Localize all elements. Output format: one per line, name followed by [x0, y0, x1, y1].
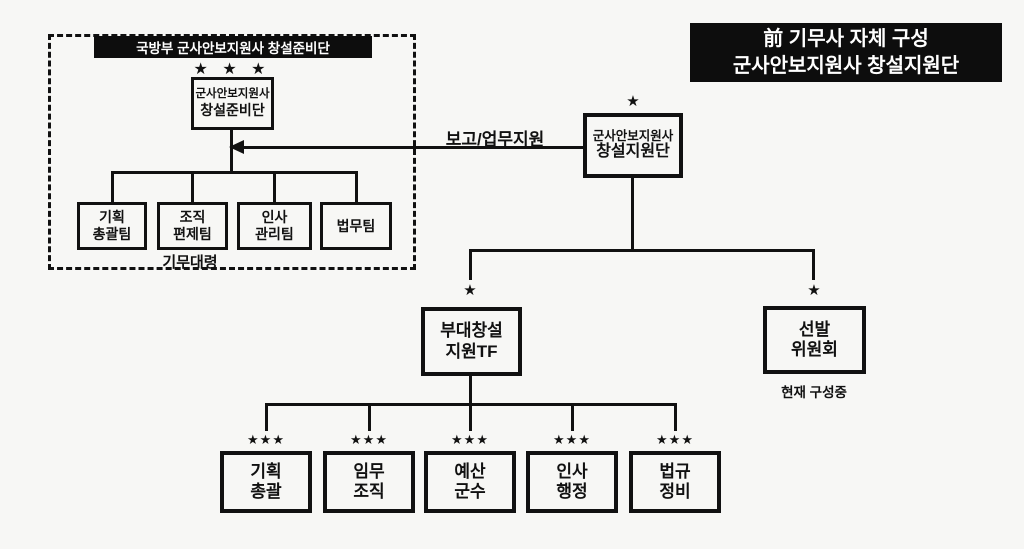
tf-unit-line1: 부대창설: [440, 321, 503, 341]
connector-committee-drop: [812, 249, 815, 280]
tf-team-5-stars: ★★★: [656, 432, 694, 447]
prep-group-header-label: 국방부 군사안보지원사 창설준비단: [136, 41, 330, 56]
prep-team-2-line2: 편제팀: [173, 226, 212, 242]
prep-unit-line2: 창설준비단: [200, 102, 265, 119]
connector-prep-drop-4: [355, 171, 358, 202]
legend-title-box: 前 기무사 자체 구성 군사안보지원사 창설지원단: [690, 23, 1002, 82]
prep-team-box-3: 인사 관리팀: [237, 202, 312, 250]
prep-unit-line1: 군사안보지원사: [195, 88, 270, 101]
tf-team-3-stars: ★★★: [451, 432, 489, 447]
tf-team-box-5: 법규 정비: [629, 451, 721, 513]
prep-rank-note: 기무대령: [162, 254, 218, 271]
support-unit-line1: 군사안보지원사: [592, 128, 674, 143]
prep-team-3-line1: 인사: [261, 209, 288, 226]
prep-team-2-line1: 조직: [179, 209, 206, 226]
prep-team-1-line1: 기획: [99, 209, 125, 226]
connector-prep-bar: [111, 171, 358, 174]
connector-tfteam-drop-2: [368, 403, 371, 431]
tf-team-4-line2: 행정: [556, 482, 588, 501]
tf-team-box-1: 기획 총괄: [220, 451, 312, 513]
connector-tf-stem: [469, 376, 472, 403]
committee-line2: 위원회: [791, 340, 838, 359]
prep-team-3-line2: 관리팀: [255, 226, 294, 242]
support-unit-line2: 창설지원단: [596, 143, 670, 161]
tf-team-5-line2: 정비: [659, 482, 691, 501]
tf-team-2-stars: ★★★: [350, 432, 388, 447]
tf-team-4-line1: 인사: [556, 461, 588, 481]
connector-prep-drop-3: [273, 171, 276, 202]
prep-team-box-2: 조직 편제팀: [157, 202, 228, 250]
tf-team-2-line2: 조직: [353, 482, 385, 501]
committee-box: 선발 위원회: [763, 306, 866, 374]
connector-tfteam-drop-1: [265, 403, 268, 431]
connector-prep-drop-1: [111, 171, 114, 202]
tf-team-box-3: 예산 군수: [424, 451, 516, 513]
support-unit-box: 군사안보지원사 창설지원단: [583, 113, 683, 178]
tf-team-box-2: 임무 조직: [323, 451, 415, 513]
committee-line1: 선발: [798, 319, 831, 339]
prep-team-4-line1: 법무팀: [336, 217, 376, 234]
connector-support-stem: [631, 178, 634, 249]
connector-tfteam-drop-4: [571, 403, 574, 431]
committee-status-note: 현재 구성중: [781, 385, 847, 400]
tf-unit-box: 부대창설 지원TF: [421, 307, 522, 376]
tf-team-4-stars: ★★★: [553, 432, 591, 447]
committee-rank-star: ★: [807, 282, 821, 299]
tf-team-5-line1: 법규: [659, 461, 691, 481]
prep-unit-rank-stars: ★ ★ ★: [193, 61, 271, 78]
tf-team-1-stars: ★★★: [247, 432, 285, 447]
report-arrow-line: [240, 146, 583, 149]
tf-team-box-4: 인사 행정: [526, 451, 618, 513]
tf-unit-line2: 지원TF: [445, 341, 498, 361]
connector-tfteam-drop-5: [674, 403, 677, 431]
connector-support-bar: [469, 249, 815, 252]
prep-unit-box: 군사안보지원사 창설준비단: [191, 77, 274, 130]
connector-prep-drop-2: [191, 171, 194, 202]
tf-unit-rank-star: ★: [463, 282, 477, 299]
prep-group-frame: [48, 34, 416, 270]
tf-team-2-line1: 임무: [353, 461, 385, 481]
support-unit-rank-star: ★: [626, 93, 640, 110]
prep-team-box-1: 기획 총괄팀: [77, 202, 147, 250]
legend-line1: 前 기무사 자체 구성: [763, 27, 929, 50]
prep-team-1-line2: 총괄팀: [92, 226, 132, 242]
legend-line2: 군사안보지원사 창설지원단: [732, 54, 960, 77]
tf-team-3-line1: 예산: [454, 461, 486, 481]
tf-team-1-line1: 기획: [250, 461, 282, 481]
report-arrow-label: 보고/업무지원: [445, 130, 545, 149]
prep-group-header: 국방부 군사안보지원사 창설준비단: [94, 36, 372, 58]
tf-team-3-line2: 군수: [454, 482, 486, 501]
prep-team-box-4: 법무팀: [320, 202, 392, 250]
tf-team-1-line2: 총괄: [250, 482, 282, 501]
connector-tfteam-drop-3: [469, 403, 472, 431]
report-arrow-head-icon: [229, 140, 244, 154]
connector-tf-drop: [469, 249, 472, 280]
